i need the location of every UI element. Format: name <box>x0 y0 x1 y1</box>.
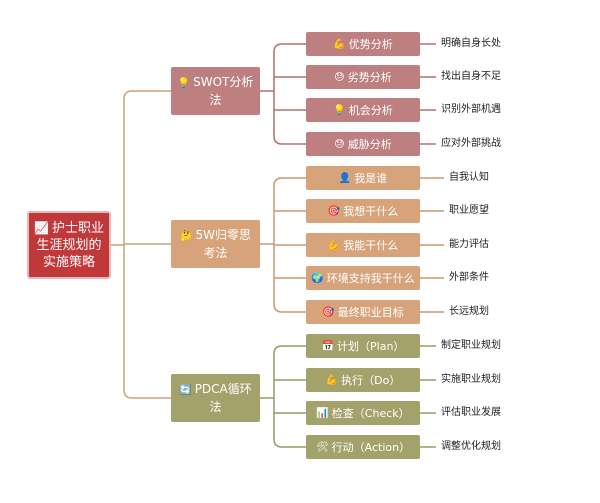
leaf-label: 我想干什么 <box>343 205 399 218</box>
thinking-face-icon: 🤔 <box>180 231 193 242</box>
sweat-face-icon: 😓 <box>334 71 345 83</box>
note-who-am-i: 自我认知 <box>449 172 489 183</box>
branch-5w[interactable]: 🤔5W归零思考法 <box>171 220 260 268</box>
muscle-icon: 💪 <box>325 374 339 386</box>
leaf-opportunities[interactable]: 💡机会分析 <box>306 98 420 122</box>
muscle-icon: 💪 <box>327 239 341 251</box>
leaf-label: 最终职业目标 <box>337 306 404 319</box>
leaf-label: 威胁分析 <box>347 138 392 151</box>
leaf-label: 执行（Do） <box>341 374 401 387</box>
leaf-environment[interactable]: 🌍环境支持我干什么 <box>306 266 420 290</box>
leaf-what-want[interactable]: 🎯我想干什么 <box>306 199 420 223</box>
tools-icon: 🛠 <box>315 441 329 453</box>
target-icon: 🎯 <box>327 205 341 217</box>
note-action: 调整优化规划 <box>441 441 501 452</box>
leaf-label: 劣势分析 <box>347 71 392 84</box>
branch-label: SWOT分析法 <box>193 75 254 107</box>
note-plan: 制定职业规划 <box>441 340 501 351</box>
target-icon: 🎯 <box>322 306 335 318</box>
lightbulb-icon: 💡 <box>177 78 191 89</box>
leaf-threats[interactable]: 😓威胁分析 <box>306 132 420 156</box>
branch-swot[interactable]: 💡SWOT分析法 <box>171 67 260 115</box>
leaf-label: 机会分析 <box>348 104 393 117</box>
root-label: 护士职业生涯规划的实施策略 <box>36 220 104 270</box>
note-threats: 应对外部挑战 <box>441 138 501 149</box>
connector-swot-bracket <box>273 43 306 145</box>
leaf-action[interactable]: 🛠行动（Action） <box>306 435 420 459</box>
leaf-plan[interactable]: 📅计划（Plan） <box>306 334 420 358</box>
leaf-what-can[interactable]: 💪我能干什么 <box>306 233 420 257</box>
note-do: 实施职业规划 <box>441 374 501 385</box>
lightbulb-icon: 💡 <box>333 104 346 116</box>
branch-pdca[interactable]: 🔄PDCA循环法 <box>171 374 260 422</box>
note-strengths: 明确自身长处 <box>441 38 501 49</box>
leaf-do[interactable]: 💪执行（Do） <box>306 368 420 392</box>
note-final-goal: 长远规划 <box>449 306 489 317</box>
sweat-face-icon: 😓 <box>334 138 345 150</box>
leaf-label: 行动（Action） <box>331 441 411 454</box>
chart-icon: 📈 <box>34 220 49 235</box>
muscle-icon: 💪 <box>333 38 346 50</box>
branch-label: PDCA循环法 <box>194 382 252 414</box>
branch-label: 5W归零思考法 <box>195 228 251 260</box>
note-weaknesses: 找出自身不足 <box>441 71 501 82</box>
note-what-can: 能力评估 <box>449 239 489 250</box>
note-check: 评估职业发展 <box>441 407 501 418</box>
connector-pdca-bracket <box>273 345 306 448</box>
bar-chart-icon: 📊 <box>316 407 329 419</box>
leaf-label: 我是谁 <box>354 172 388 185</box>
leaf-label: 环境支持我干什么 <box>326 272 415 285</box>
person-icon: 👤 <box>338 172 352 184</box>
leaf-label: 计划（Plan） <box>337 340 405 353</box>
leaf-weaknesses[interactable]: 😓劣势分析 <box>306 65 420 89</box>
note-opportunities: 识别外部机遇 <box>441 104 501 115</box>
leaf-label: 我能干什么 <box>343 239 399 252</box>
cycle-arrows-icon: 🔄 <box>179 385 192 396</box>
leaf-final-goal[interactable]: 🎯最终职业目标 <box>306 300 420 324</box>
note-environment: 外部条件 <box>449 272 489 283</box>
leaf-label: 检查（Check） <box>331 407 410 420</box>
globe-icon: 🌍 <box>311 272 324 284</box>
leaf-check[interactable]: 📊检查（Check） <box>306 401 420 425</box>
leaf-label: 优势分析 <box>348 38 393 51</box>
calendar-icon: 📅 <box>321 340 335 352</box>
note-what-want: 职业愿望 <box>449 205 489 216</box>
root-node[interactable]: 📈护士职业生涯规划的实施策略 <box>27 211 111 279</box>
leaf-who-am-i[interactable]: 👤我是谁 <box>306 166 420 190</box>
leaf-strengths[interactable]: 💪优势分析 <box>306 32 420 56</box>
